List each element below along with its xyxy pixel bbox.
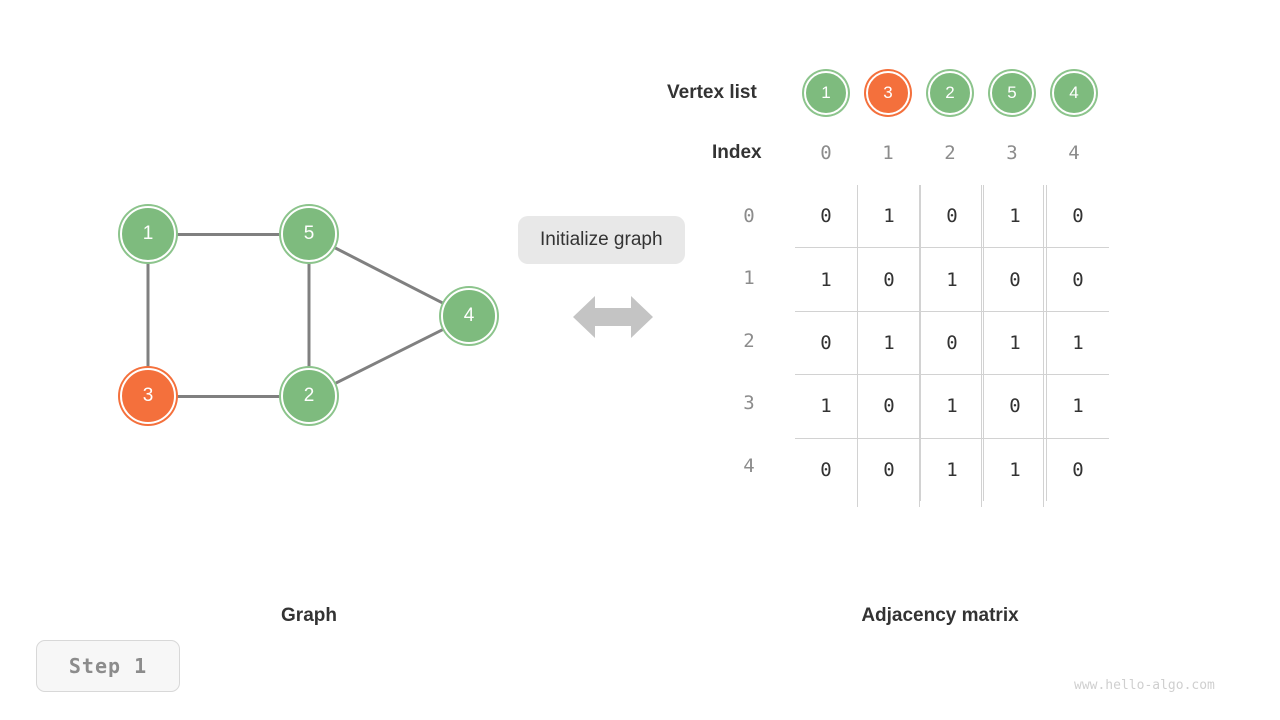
graph-node-label: 5 [303, 223, 315, 244]
matrix-cell[interactable]: 0 [857, 374, 921, 439]
vertex-list-item-label: 3 [883, 83, 893, 102]
matrix-row-label: 2 [743, 329, 755, 352]
index-cell: 3 [1006, 142, 1018, 164]
matrix-row-label: 3 [743, 392, 755, 415]
vertex-list-item-label: 5 [1007, 83, 1017, 102]
matrix-cell[interactable]: 1 [795, 374, 858, 439]
vertex-list-label: Vertex list [667, 82, 757, 103]
vertex-list-item[interactable]: 3 [866, 71, 910, 115]
matrix-cell[interactable]: 1 [1046, 374, 1109, 439]
graph-node[interactable]: 4 [441, 288, 497, 344]
matrix-row-label: 1 [743, 267, 755, 290]
matrix-caption: Adjacency matrix [861, 605, 1019, 626]
double-headed-arrow-icon [573, 296, 653, 343]
watermark: www.hello-algo.com [1074, 678, 1215, 693]
matrix-cell[interactable]: 0 [983, 247, 1047, 312]
graph-node[interactable]: 2 [281, 368, 337, 424]
graph-panel: 1 5 4 3 2 [60, 170, 560, 460]
matrix-cell[interactable]: 1 [857, 185, 921, 249]
vertex-list-item[interactable]: 1 [804, 71, 848, 115]
graph-caption: Graph [281, 605, 337, 626]
vertex-list-circles: 1 3 2 5 4 [795, 71, 1135, 115]
matrix-cell[interactable]: 1 [920, 438, 984, 501]
matrix-cell[interactable]: 1 [857, 311, 921, 376]
matrix-cell[interactable]: 0 [1046, 247, 1109, 312]
matrix-cell[interactable]: 0 [1072, 458, 1084, 481]
vertex-list-item[interactable]: 2 [928, 71, 972, 115]
matrix-cell[interactable]: 1 [795, 247, 858, 312]
matrix-column-rule [857, 185, 858, 507]
vertex-list-item-label: 4 [1069, 83, 1079, 102]
matrix-column-rule [981, 185, 982, 507]
matrix-cell[interactable]: 1 [983, 438, 1047, 501]
matrix-cell[interactable]: 0 [857, 247, 921, 312]
graph-node-label: 4 [463, 305, 475, 326]
matrix-cell[interactable]: 0 [795, 311, 858, 376]
matrix-cell[interactable]: 0 [1046, 185, 1109, 249]
vertex-list-item-label: 1 [821, 83, 831, 102]
graph-edge [148, 394, 309, 398]
matrix-cell[interactable]: 1 [983, 311, 1047, 376]
matrix-cell[interactable]: 0 [983, 374, 1047, 439]
index-row-label: Index [712, 142, 762, 163]
matrix-cell[interactable]: 0 [920, 311, 984, 376]
matrix-cell[interactable]: 1 [1046, 311, 1109, 376]
matrix-cell[interactable]: 0 [795, 438, 858, 501]
matrix-cell[interactable]: 0 [920, 185, 984, 249]
transform-pill: Initialize graph [518, 216, 685, 264]
matrix-column-rule [919, 185, 920, 507]
graph-node[interactable]: 1 [120, 206, 176, 262]
matrix-cell[interactable]: 1 [920, 374, 984, 439]
graph-node-label: 2 [303, 385, 315, 406]
index-cell: 4 [1068, 142, 1080, 164]
vertex-list-item[interactable]: 4 [1052, 71, 1096, 115]
matrix-row-label: 0 [743, 205, 755, 227]
graph-node[interactable]: 3 [120, 368, 176, 424]
graph-node[interactable]: 5 [281, 206, 337, 262]
index-row-cells: 0 1 2 3 4 [795, 142, 1135, 166]
step-indicator: Step 1 [36, 640, 180, 692]
graph-node-label: 3 [142, 385, 154, 406]
graph-node-label: 1 [142, 223, 154, 244]
index-cell: 1 [882, 142, 894, 164]
matrix-column-rule [1043, 185, 1044, 507]
matrix-cell[interactable]: 0 [795, 185, 858, 249]
graph-edge [148, 232, 309, 236]
matrix-cell[interactable]: 1 [983, 185, 1047, 249]
index-cell: 2 [944, 142, 956, 164]
vertex-list-item[interactable]: 5 [990, 71, 1034, 115]
vertex-list-item-label: 2 [945, 83, 955, 102]
matrix-row-label: 4 [743, 454, 755, 477]
index-cell: 0 [820, 142, 832, 164]
matrix-cell[interactable]: 1 [920, 247, 984, 312]
matrix-cell[interactable]: 0 [857, 438, 921, 501]
